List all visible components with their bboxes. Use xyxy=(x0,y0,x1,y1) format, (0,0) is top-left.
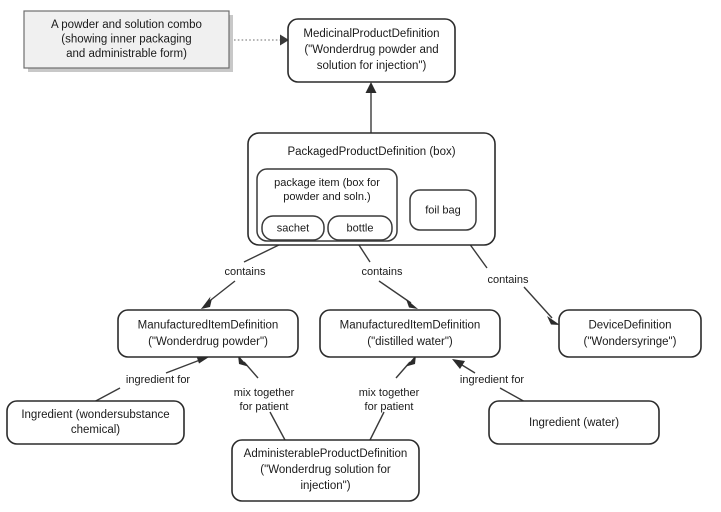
edge-contains-sachet-arrowhead2 xyxy=(201,298,212,309)
ingredient-water-label: Ingredient (water) xyxy=(529,417,619,429)
ingredient-chemical-rect[interactable] xyxy=(6,400,185,445)
edge-label-ingredient-for-water: ingredient for xyxy=(460,374,525,386)
note-line-2: (showing inner packaging xyxy=(61,34,191,46)
edge-mix-water xyxy=(369,355,416,441)
edge-contains-foilbag-arrowhead xyxy=(547,316,560,325)
medicinal-product-line-3: solution for injection") xyxy=(317,60,427,72)
node-ingredient-chemical[interactable]: Ingredient (wondersubstance chemical) xyxy=(6,400,185,445)
edge-mix-powder xyxy=(238,355,286,441)
manufactured-water-rect[interactable] xyxy=(319,309,501,358)
node-package-item[interactable]: package item (box for powder and soln.) … xyxy=(256,168,398,242)
node-administerable-product-definition[interactable]: AdministerableProductDefinition ("Wonder… xyxy=(231,439,420,502)
foil-bag-rect[interactable] xyxy=(409,189,477,231)
administerable-product-line-2: ("Wonderdrug solution for xyxy=(260,464,391,476)
node-device-definition[interactable]: DeviceDefinition ("Wondersyringe") xyxy=(558,309,702,358)
manufactured-powder-rect[interactable] xyxy=(117,309,299,358)
manufactured-powder-line-2: ("Wonderdrug powder") xyxy=(148,336,268,348)
ingredient-chemical-line-2: chemical) xyxy=(71,424,120,436)
device-definition-rect[interactable] xyxy=(558,309,702,358)
sachet-rect[interactable] xyxy=(261,215,325,241)
administerable-product-rect[interactable] xyxy=(231,439,420,502)
medicinal-product-rect[interactable] xyxy=(287,18,456,83)
edge-note-to-medicinal-product xyxy=(234,34,289,46)
edge-label-ingredient-for-powder: ingredient for xyxy=(126,374,191,386)
node-manufactured-item-powder[interactable]: ManufacturedItemDefinition ("Wonderdrug … xyxy=(117,309,299,358)
edge-packaged-arrowhead xyxy=(365,82,377,93)
edge-label-mix-water-line-1: mix together xyxy=(359,387,420,399)
node-foil-bag[interactable]: foil bag xyxy=(409,189,477,231)
administerable-product-line-1: AdministerableProductDefinition xyxy=(244,448,408,460)
edge-contains-foilbag-seg2 xyxy=(523,286,553,319)
edge-mix-water-seg1 xyxy=(369,411,385,441)
ingredient-water-rect[interactable] xyxy=(488,400,660,445)
packaged-product-label: PackagedProductDefinition (box) xyxy=(287,146,455,158)
note-line-3: and administrable form) xyxy=(66,48,187,60)
edge-label-mix-powder-line-2: for patient xyxy=(240,401,289,413)
medicinal-product-line-1: MedicinalProductDefinition xyxy=(303,28,439,40)
package-item-line-2: powder and soln.) xyxy=(283,191,370,203)
edge-mix-water-arrowhead xyxy=(406,355,416,367)
bottle-rect[interactable] xyxy=(327,215,393,241)
edge-label-mix-water-line-2: for patient xyxy=(365,401,414,413)
node-sachet[interactable]: sachet xyxy=(261,215,325,241)
note-rect xyxy=(23,10,230,69)
edge-mix-powder-arrowhead xyxy=(238,355,248,367)
manufactured-water-line-2: ("distilled water") xyxy=(367,336,453,348)
edge-packaged-to-medicinal xyxy=(365,82,377,133)
ingredient-chemical-line-1: Ingredient (wondersubstance xyxy=(21,409,169,421)
node-packaged-product-definition[interactable]: PackagedProductDefinition (box) package … xyxy=(247,132,496,246)
edge-contains-sachet-arrowhead xyxy=(201,296,211,309)
node-medicinal-product-definition[interactable]: MedicinalProductDefinition ("Wonderdrug … xyxy=(287,18,456,83)
foil-bag-label: foil bag xyxy=(425,204,460,216)
edge-contains-bottle-arrowhead xyxy=(406,299,418,309)
node-ingredient-water[interactable]: Ingredient (water) xyxy=(488,400,660,445)
node-bottle[interactable]: bottle xyxy=(327,215,393,241)
device-definition-line-2: ("Wondersyringe") xyxy=(584,336,677,348)
edge-ingredient-water-seg2 xyxy=(461,364,476,374)
bottle-label: bottle xyxy=(347,222,374,234)
edge-ingredient-water-arrowhead xyxy=(452,359,465,369)
edge-label-contains-sachet: contains xyxy=(225,266,266,278)
edge-note-arrowhead xyxy=(280,34,289,46)
note-line-1: A powder and solution combo xyxy=(51,19,202,31)
administerable-product-line-3: injection") xyxy=(300,480,350,492)
edge-mix-powder-seg1 xyxy=(269,411,286,441)
edge-ingredient-powder-seg2 xyxy=(165,359,201,374)
edge-label-contains-foilbag: contains xyxy=(488,274,529,286)
package-item-line-1: package item (box for xyxy=(274,177,380,189)
sachet-label: sachet xyxy=(277,222,309,234)
edge-contains-bottle-seg2 xyxy=(378,280,412,304)
manufactured-powder-line-1: ManufacturedItemDefinition xyxy=(138,320,279,332)
manufactured-water-line-1: ManufacturedItemDefinition xyxy=(340,320,481,332)
edge-label-contains-bottle: contains xyxy=(362,266,403,278)
edge-label-mix-powder-line-1: mix together xyxy=(234,387,295,399)
medicinal-product-line-2: ("Wonderdrug powder and xyxy=(304,44,438,56)
node-manufactured-item-water[interactable]: ManufacturedItemDefinition ("distilled w… xyxy=(319,309,501,358)
note-box: A powder and solution combo (showing inn… xyxy=(23,10,233,72)
device-definition-line-1: DeviceDefinition xyxy=(588,320,671,332)
